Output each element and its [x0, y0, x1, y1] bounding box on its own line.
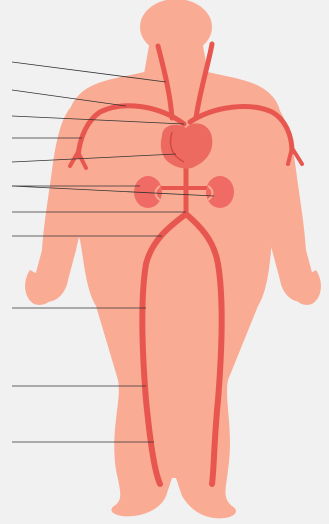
neck — [144, 40, 208, 74]
right-kidney — [206, 176, 234, 208]
